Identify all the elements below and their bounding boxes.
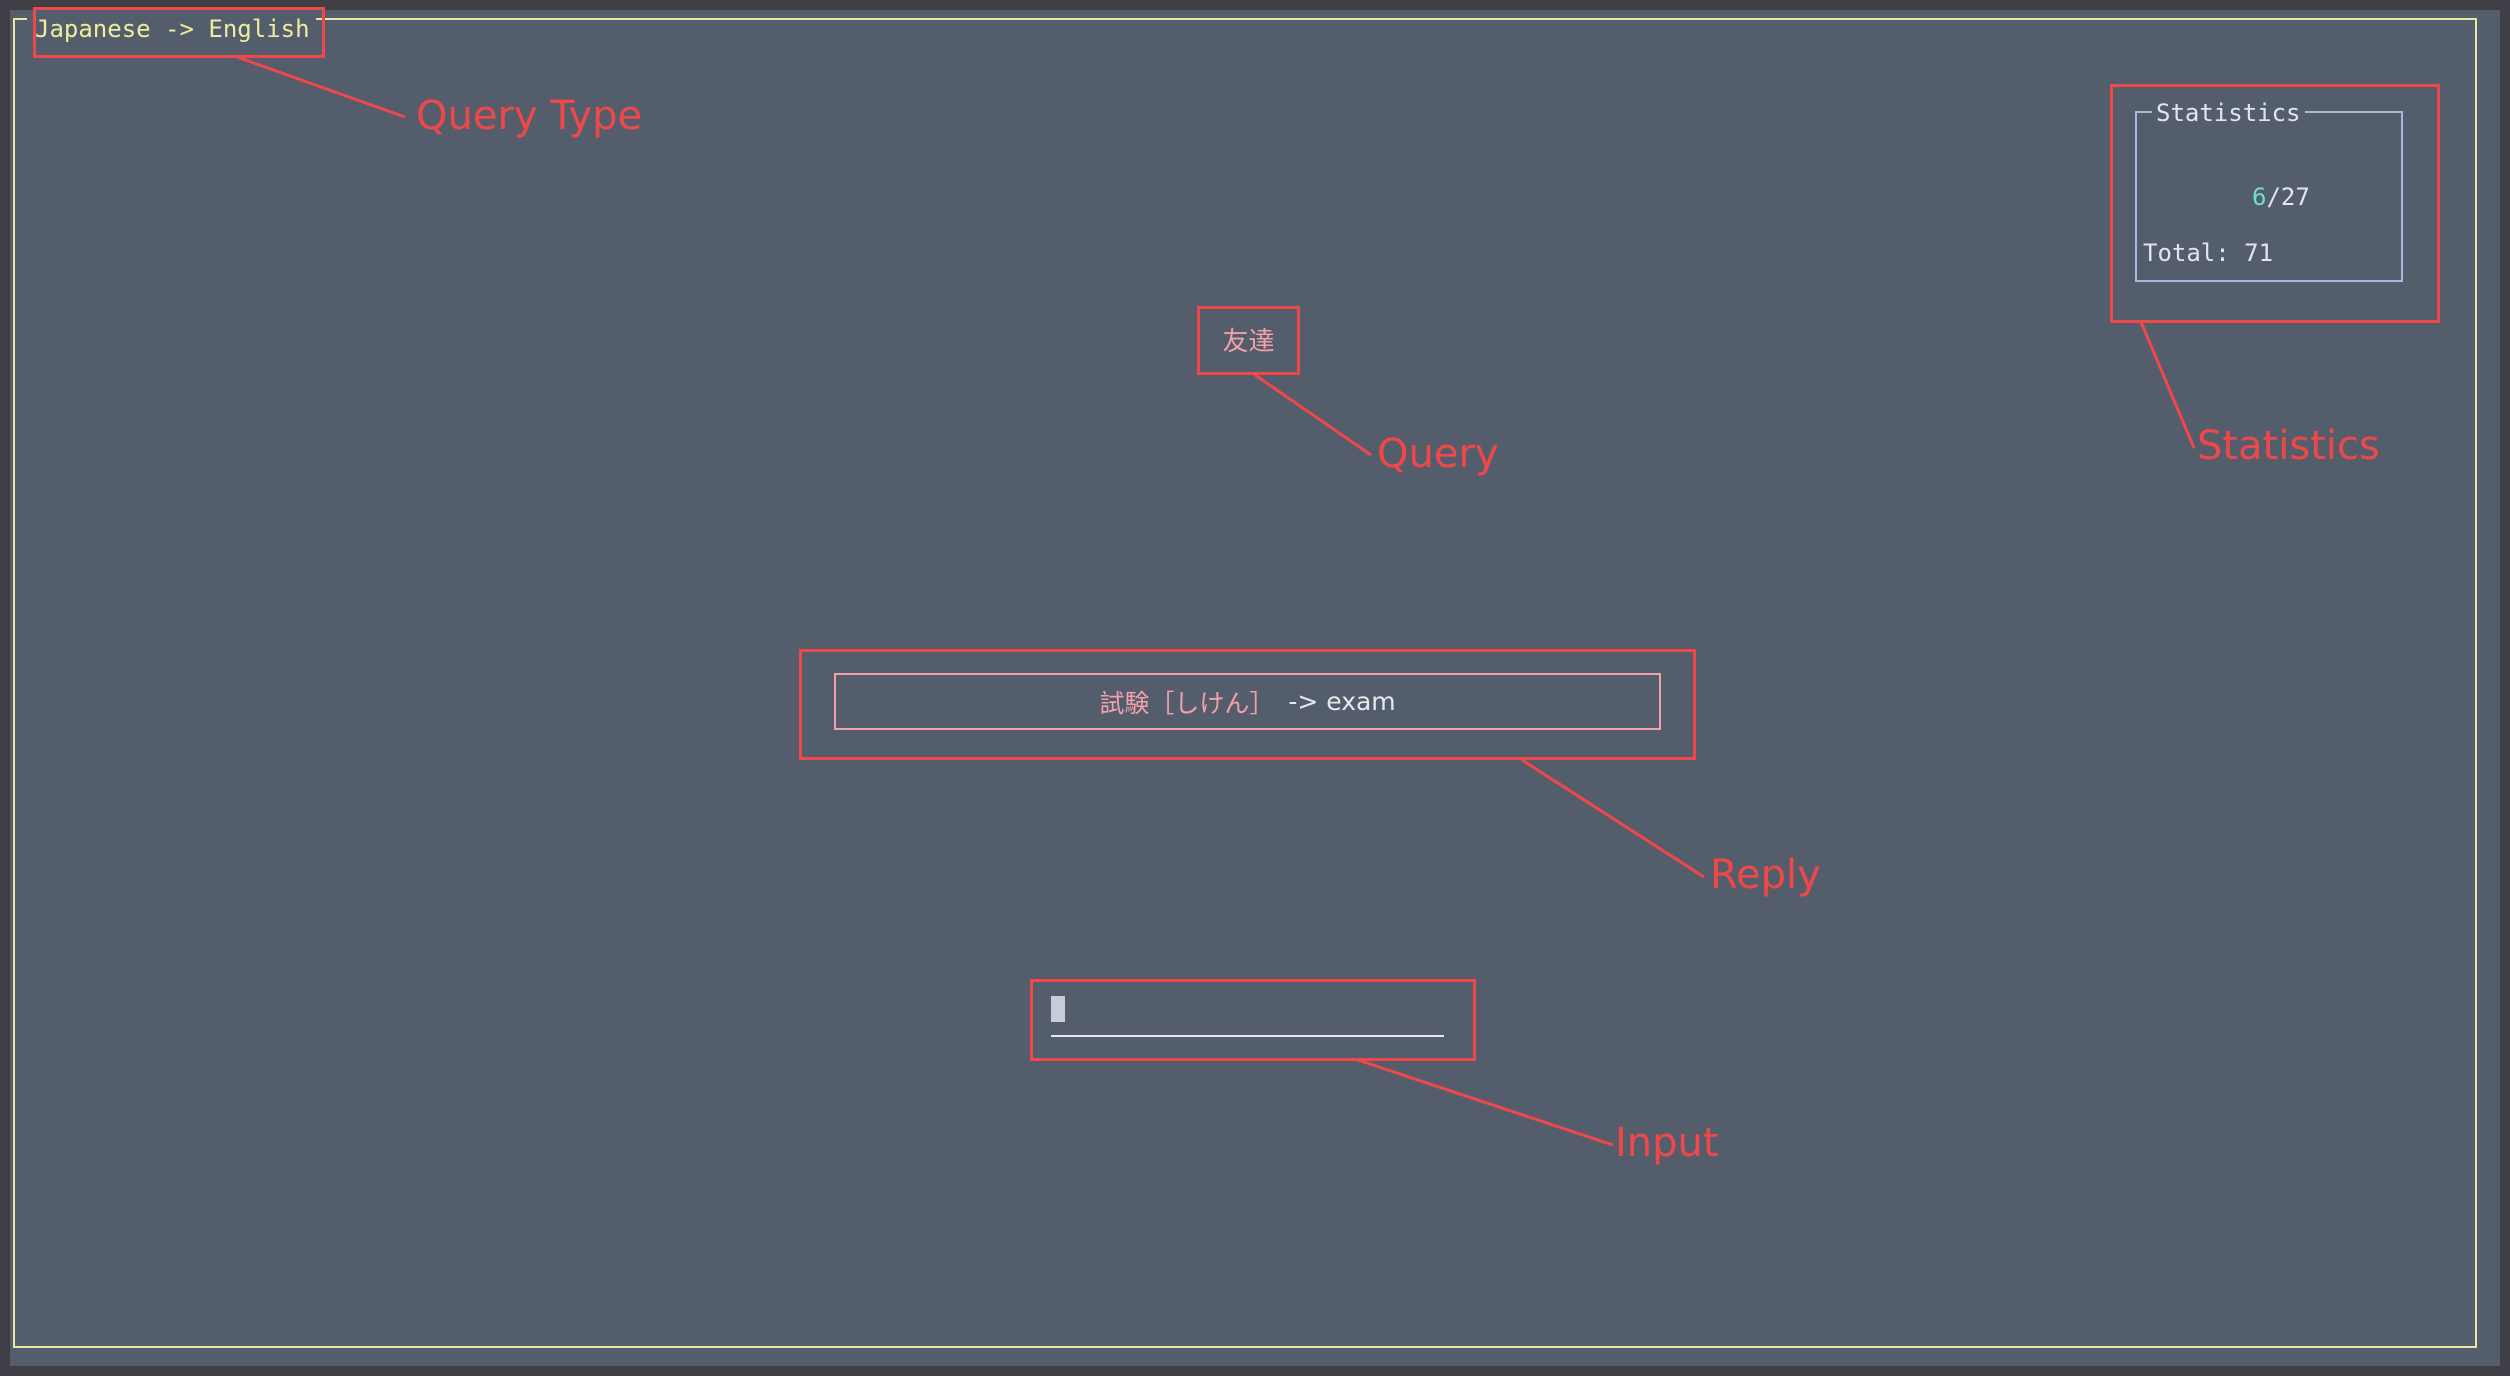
reply-meaning: exam — [1326, 687, 1396, 716]
annotation-box-query — [1197, 306, 1300, 375]
annotation-box-reply — [799, 649, 1696, 760]
reply-box: 試験［しけん］ -> exam — [834, 673, 1661, 730]
annotation-label-query-type: Query Type — [416, 93, 643, 139]
annotation-label-reply: Reply — [1710, 852, 1821, 898]
statistics-title: Statistics — [2152, 98, 2305, 128]
leader-line-statistics — [2139, 321, 2196, 449]
query-word: 友達 — [1222, 326, 1275, 357]
annotation-label-input: Input — [1615, 1120, 1719, 1166]
main-frame — [13, 18, 2477, 1348]
leader-line-reply — [1521, 758, 1705, 879]
annotation-box-input — [1030, 979, 1476, 1061]
text-cursor — [1051, 996, 1065, 1022]
reply-answer: 試験［しけん］ — [1099, 688, 1275, 718]
answer-input[interactable] — [1051, 995, 1444, 1037]
statistics-total: Total: 71 — [2143, 239, 2274, 267]
annotation-label-query: Query — [1377, 431, 1499, 477]
statistics-correct-count: 6 — [2252, 183, 2267, 211]
leader-line-input — [1357, 1058, 1614, 1147]
statistics-progress: 6/27 — [2252, 182, 2310, 212]
statistics-question-count: /27 — [2266, 183, 2310, 211]
leader-line-query — [1254, 373, 1372, 457]
annotation-box-statistics — [2110, 84, 2440, 323]
annotation-label-statistics: Statistics — [2197, 423, 2380, 469]
query-type-title: Japanese -> English — [27, 14, 316, 44]
annotation-box-query-type — [33, 7, 325, 58]
terminal-window — [10, 10, 2500, 1366]
leader-line-query-type — [236, 55, 406, 119]
reply-arrow: -> — [1288, 687, 1319, 716]
